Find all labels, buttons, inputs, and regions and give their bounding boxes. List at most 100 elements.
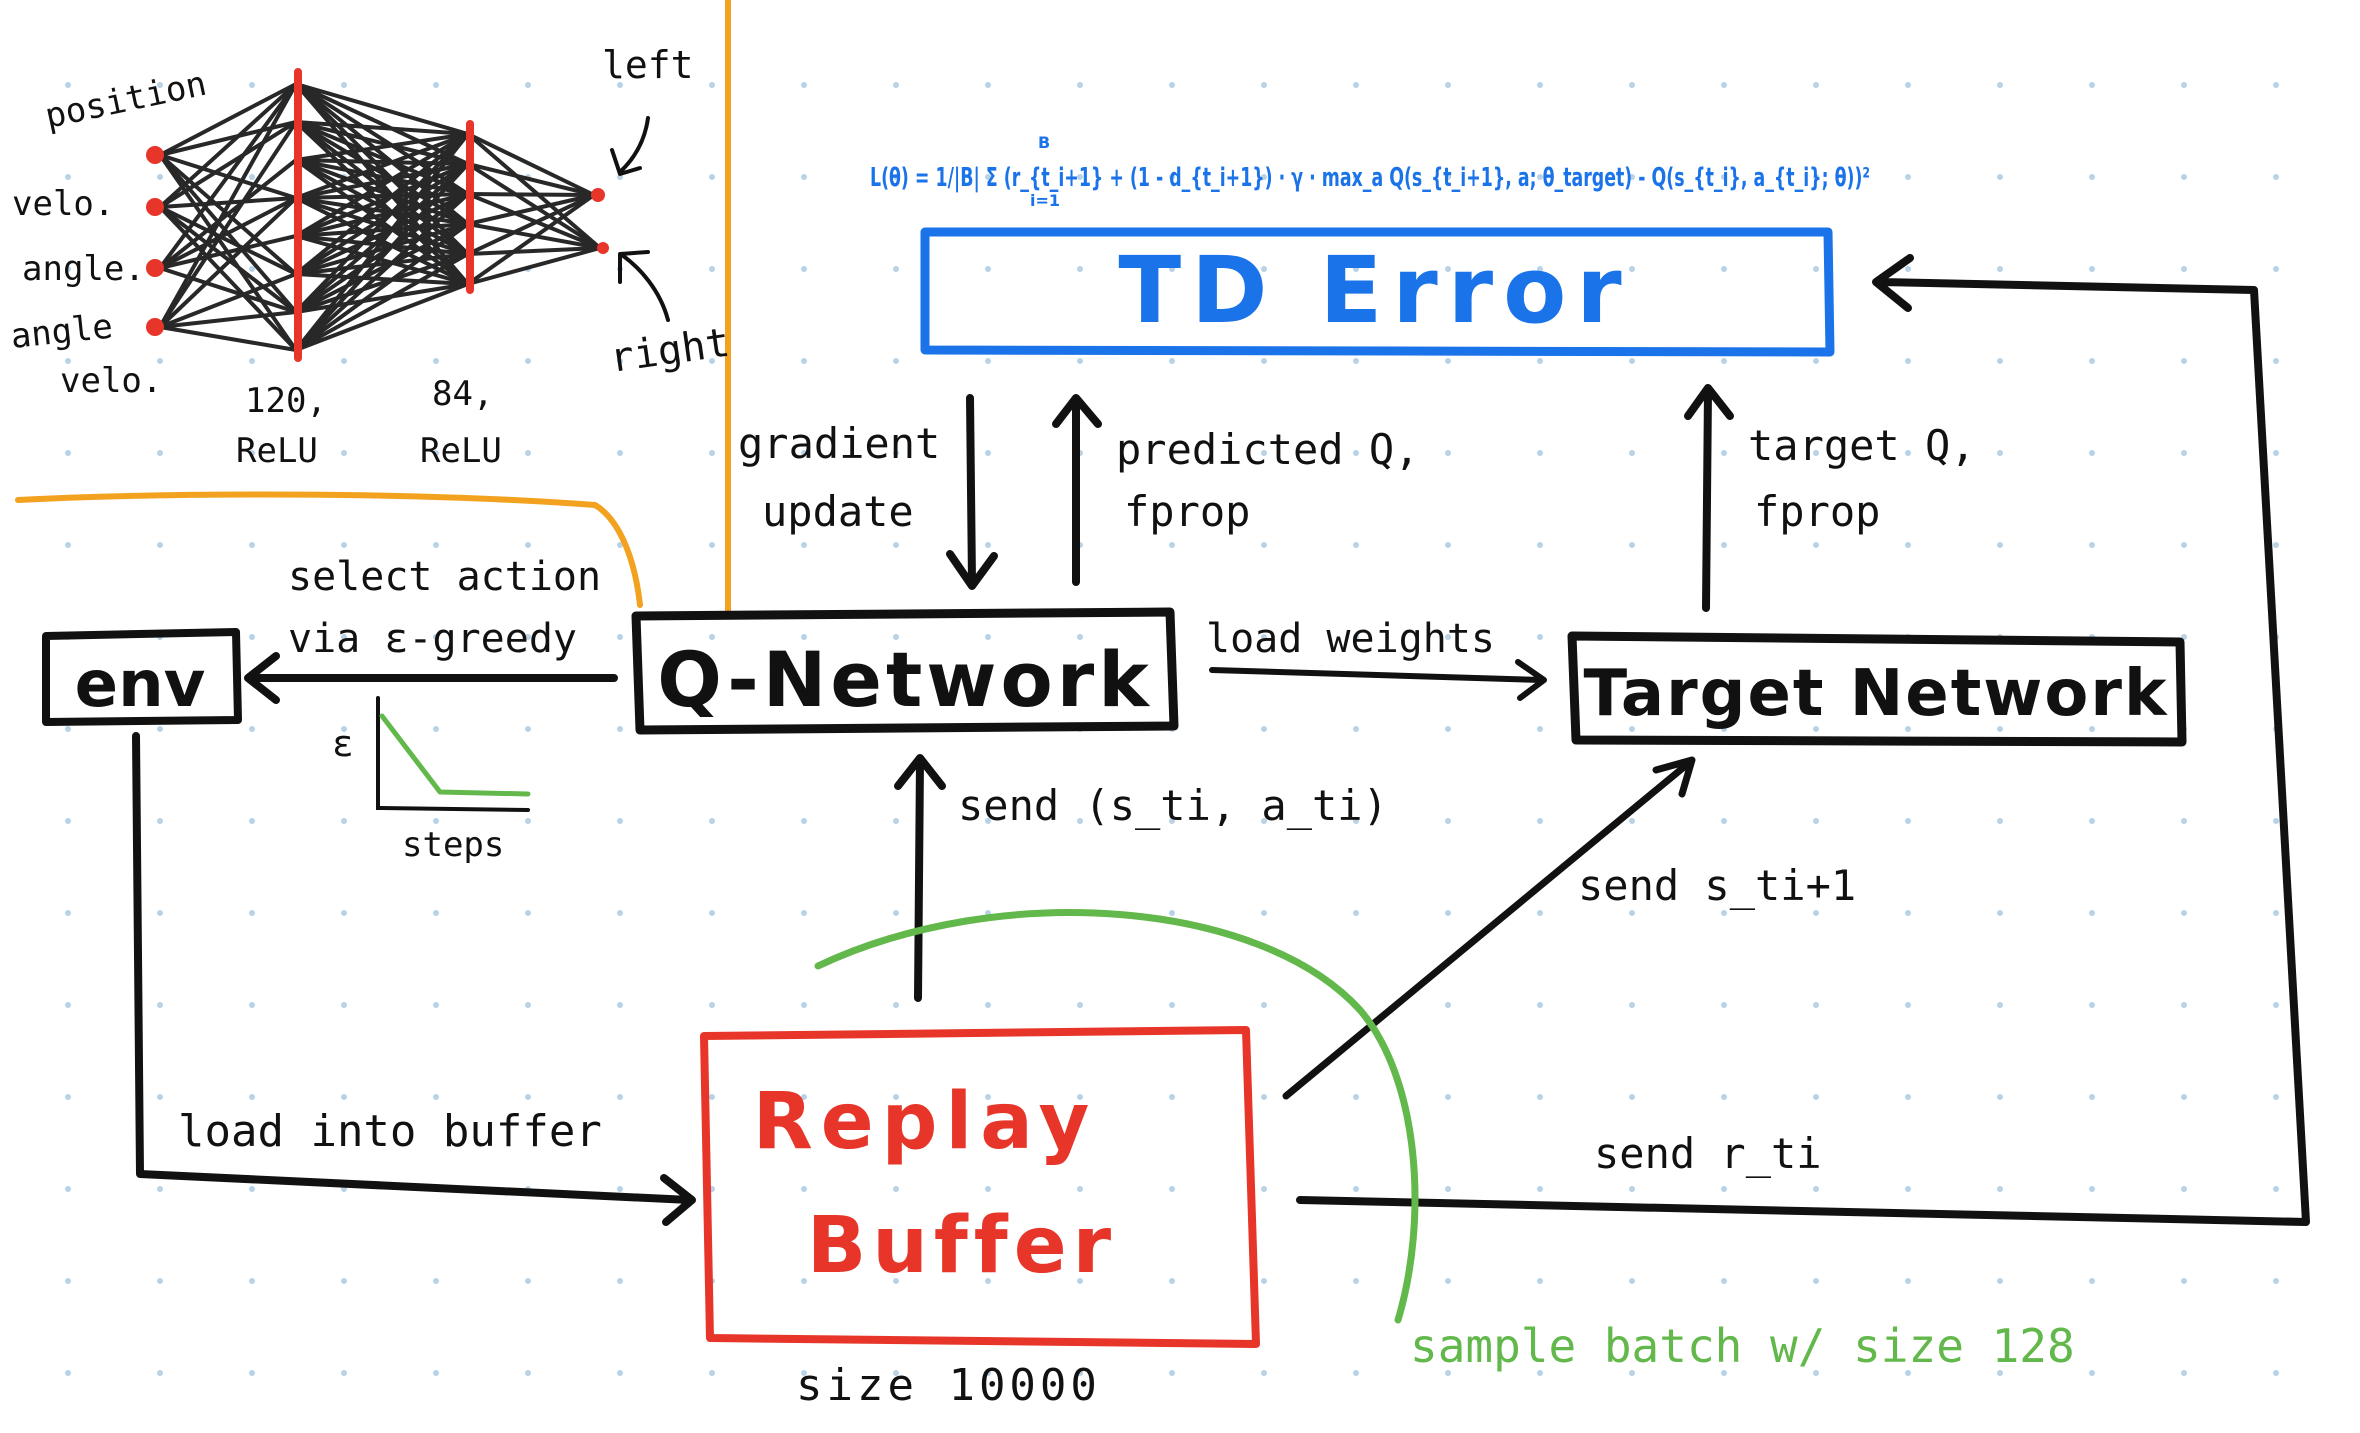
- grid-dot: [985, 82, 991, 88]
- grid-dot: [617, 542, 623, 548]
- gradient-arrow: [946, 394, 998, 590]
- layer2-size: 84,: [432, 374, 493, 414]
- send-next-state-arrow: [1282, 756, 1696, 1100]
- grid-dot: [249, 910, 255, 916]
- grid-dot: [1261, 1186, 1267, 1192]
- nn-edge: [295, 252, 469, 276]
- grid-dot: [1629, 82, 1635, 88]
- grid-dot: [1537, 1094, 1543, 1100]
- grid-dot: [1261, 634, 1267, 640]
- grid-dot: [1629, 358, 1635, 364]
- nn-edge: [295, 234, 469, 286]
- grid-dot: [1445, 82, 1451, 88]
- nn-edge: [159, 196, 297, 270]
- grid-dot: [1905, 1370, 1911, 1376]
- grid-dot: [1997, 450, 2003, 456]
- grid-dot: [1353, 910, 1359, 916]
- grid-dot: [525, 1370, 531, 1376]
- grid-dot: [801, 1370, 807, 1376]
- grid-dot: [1445, 450, 1451, 456]
- grid-dot: [2181, 1278, 2187, 1284]
- select-action-label-1: select action: [288, 554, 601, 600]
- grid-dot: [1537, 726, 1543, 732]
- nn-edge: [158, 205, 298, 352]
- layer2-activation: ReLU: [420, 431, 502, 471]
- nn-edge: [158, 196, 298, 329]
- grid-dot: [1537, 82, 1543, 88]
- grid-dot: [525, 542, 531, 548]
- grid-dot: [893, 1278, 899, 1284]
- layer1-activation: ReLU: [236, 431, 318, 471]
- grid-dot: [433, 1370, 439, 1376]
- nn-edge: [466, 132, 602, 250]
- grid-dot: [1721, 726, 1727, 732]
- nn-edge: [466, 162, 602, 250]
- nn-edge: [295, 282, 469, 352]
- grid-dot: [617, 726, 623, 732]
- grid-dot: [1537, 818, 1543, 824]
- select-action-label-2: via ε-greedy: [288, 616, 577, 662]
- grid-dot: [617, 1370, 623, 1376]
- grid-dot: [157, 358, 163, 364]
- nn-edge: [294, 132, 470, 352]
- grid-dot: [1077, 266, 1083, 272]
- grid-dot: [1721, 542, 1727, 548]
- nn-edge: [467, 132, 595, 197]
- grid-dot: [341, 910, 347, 916]
- grid-dot: [157, 1186, 163, 1192]
- load-weights-label: load weights: [1206, 616, 1495, 662]
- grid-dot: [2089, 542, 2095, 548]
- grid-dot: [249, 1002, 255, 1008]
- send-state-action-arrow: [894, 754, 946, 1002]
- grid-dot: [525, 82, 531, 88]
- nn-edge: [467, 246, 601, 256]
- grid-dot: [249, 266, 255, 272]
- grid-dot: [157, 726, 163, 732]
- grid-dot: [2089, 1370, 2095, 1376]
- grid-dot: [893, 82, 899, 88]
- grid-dot: [65, 1186, 71, 1192]
- grid-dot: [525, 358, 531, 364]
- grid-dot: [1813, 266, 1819, 272]
- loss-formula: L(θ) = 1/|B| Σ (r_{t_i+1} + (1 - d_{t_i+…: [870, 133, 1870, 210]
- grid-dot: [2273, 358, 2279, 364]
- grid-dot: [709, 358, 715, 364]
- grid-dot: [1353, 542, 1359, 548]
- grid-dot: [1905, 818, 1911, 824]
- output-label-right: right: [607, 320, 733, 382]
- nn-edge: [295, 222, 469, 238]
- gradient-label-1: gradient: [738, 419, 940, 468]
- epsilon-plot: ε steps: [332, 696, 531, 865]
- grid-dot: [1537, 1186, 1543, 1192]
- grid-dot: [2089, 358, 2095, 364]
- grid-dot: [65, 1370, 71, 1376]
- grid-dot: [1169, 1094, 1175, 1100]
- grid-dot: [1813, 910, 1819, 916]
- grid-dot: [1169, 542, 1175, 548]
- nn-edge: [467, 193, 595, 256]
- nn-edge: [159, 266, 297, 314]
- input-node: [146, 146, 164, 164]
- grid-dot: [1813, 726, 1819, 732]
- nn-edge: [158, 83, 298, 328]
- grid-dot: [525, 726, 531, 732]
- grid-dot: [1445, 266, 1451, 272]
- nn-edge: [158, 120, 298, 209]
- grid-dot: [249, 542, 255, 548]
- grid-dot: [2273, 1278, 2279, 1284]
- grid-dot: [1905, 1186, 1911, 1192]
- nn-edge: [158, 120, 298, 329]
- neural-net-inset: position velo. angle. angle velo. 120, R…: [9, 43, 733, 471]
- grid-dot: [433, 726, 439, 732]
- grid-dot: [1353, 358, 1359, 364]
- grid-dot: [617, 634, 623, 640]
- grid-dot: [1169, 358, 1175, 364]
- nn-edge: [294, 222, 470, 352]
- grid-dot: [433, 910, 439, 916]
- grid-dot: [1997, 1002, 2003, 1008]
- grid-dot: [1721, 450, 1727, 456]
- grid-dot: [801, 818, 807, 824]
- grid-dot: [249, 450, 255, 456]
- grid-dot: [1169, 818, 1175, 824]
- grid-dot: [1813, 1370, 1819, 1376]
